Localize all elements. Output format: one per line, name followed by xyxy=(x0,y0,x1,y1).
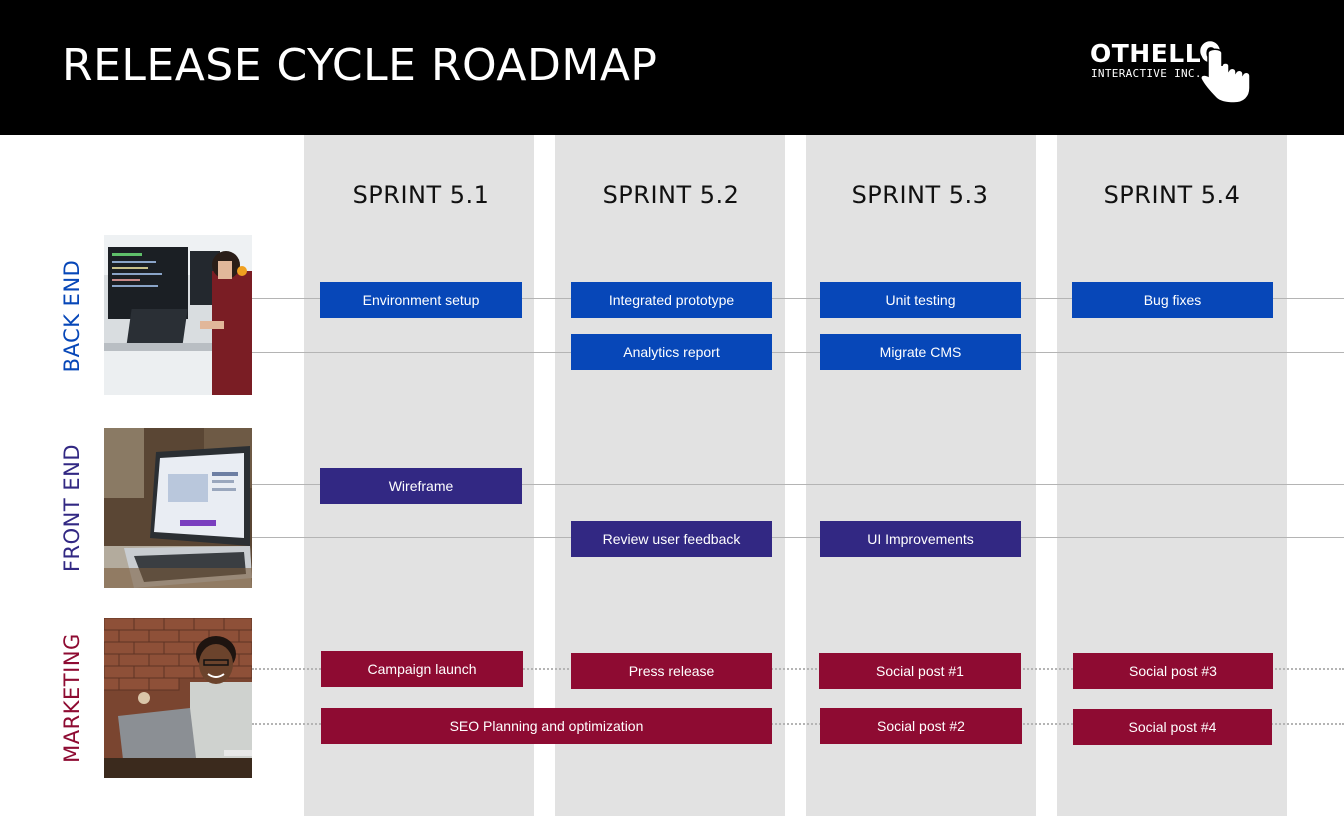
task-analytics-report[interactable]: Analytics report xyxy=(571,334,772,370)
front-end-track-1 xyxy=(252,484,1344,485)
task-social-post-3[interactable]: Social post #3 xyxy=(1073,653,1273,689)
sprint-column-4 xyxy=(1057,135,1287,816)
task-wireframe[interactable]: Wireframe xyxy=(320,468,522,504)
logo-name: OTHELLO xyxy=(1090,39,1223,68)
laptop-on-desk-photo xyxy=(104,428,252,588)
page-title: RELEASE CYCLE ROADMAP xyxy=(62,40,658,91)
task-seo-planning[interactable]: SEO Planning and optimization xyxy=(321,708,772,744)
lane-label-marketing-text: MARKETING xyxy=(60,633,84,763)
back-end-track-2 xyxy=(252,352,1344,353)
lane-label-back-end-text: BACK END xyxy=(60,259,84,373)
sprint-header-1: SPRINT 5.1 xyxy=(352,181,490,209)
task-campaign-launch[interactable]: Campaign launch xyxy=(321,651,523,687)
sprint-header-2: SPRINT 5.2 xyxy=(602,181,740,209)
sprint-header-4: SPRINT 5.4 xyxy=(1103,181,1241,209)
task-press-release[interactable]: Press release xyxy=(571,653,772,689)
task-social-post-1[interactable]: Social post #1 xyxy=(819,653,1021,689)
sprint-column-3 xyxy=(806,135,1036,816)
sprint-header-3: SPRINT 5.3 xyxy=(851,181,989,209)
task-environment-setup[interactable]: Environment setup xyxy=(320,282,522,318)
task-review-user-feedback[interactable]: Review user feedback xyxy=(571,521,772,557)
lane-label-front-end-text: FRONT END xyxy=(60,443,84,573)
company-logo: OTHELLO INTERACTIVE INC. xyxy=(1090,40,1260,106)
task-social-post-4[interactable]: Social post #4 xyxy=(1073,709,1272,745)
back-end-track-1 xyxy=(252,298,1344,299)
developer-at-monitors-photo xyxy=(104,235,252,395)
task-integrated-prototype[interactable]: Integrated prototype xyxy=(571,282,772,318)
task-unit-testing[interactable]: Unit testing xyxy=(820,282,1021,318)
man-smiling-at-laptop-photo xyxy=(104,618,252,778)
pointing-hand-icon xyxy=(1200,41,1251,104)
task-migrate-cms[interactable]: Migrate CMS xyxy=(820,334,1021,370)
task-social-post-2[interactable]: Social post #2 xyxy=(820,708,1022,744)
sprint-column-2 xyxy=(555,135,785,816)
logo-subtitle: INTERACTIVE INC. xyxy=(1091,67,1202,80)
task-ui-improvements[interactable]: UI Improvements xyxy=(820,521,1021,557)
header-bar: RELEASE CYCLE ROADMAP OTHELLO INTERACTIV… xyxy=(0,0,1344,135)
front-end-track-2 xyxy=(252,537,1344,538)
marketing-track-2 xyxy=(252,723,1344,725)
marketing-track-1 xyxy=(252,668,1344,670)
task-bug-fixes[interactable]: Bug fixes xyxy=(1072,282,1273,318)
